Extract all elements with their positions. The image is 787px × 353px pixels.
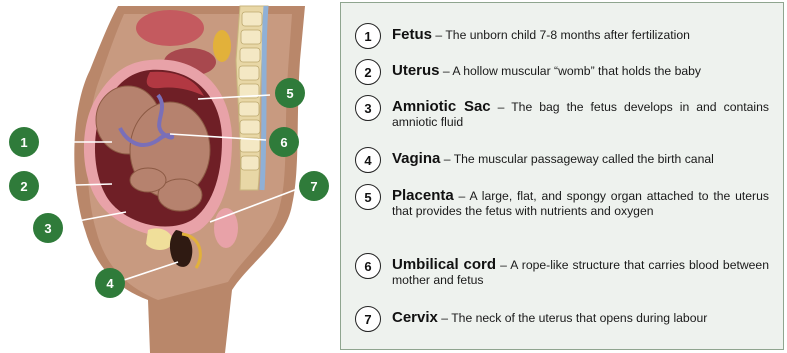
legend-item-amniotic-sac: 3 Amniotic Sac – The bag the fetus devel… <box>355 95 769 129</box>
legend-item-placenta: 5 Placenta – A large, flat, and spongy o… <box>355 184 769 218</box>
vertebrae <box>239 12 262 170</box>
svg-text:4: 4 <box>106 276 114 291</box>
marker-6: 6 <box>269 127 299 157</box>
stomach <box>136 10 204 46</box>
svg-text:1: 1 <box>20 135 27 150</box>
legend-item-fetus: 1 Fetus – The unborn child 7-8 months af… <box>355 23 769 49</box>
marker-5: 5 <box>275 78 305 108</box>
marker-3: 3 <box>33 213 63 243</box>
marker-1: 1 <box>9 127 39 157</box>
legend-term: Placenta <box>392 187 454 204</box>
legend-term: Fetus <box>392 26 432 43</box>
legend-number: 6 <box>355 253 381 279</box>
legend-description: Uterus – A hollow muscular “womb” that h… <box>392 59 701 79</box>
legend-term: Umbilical cord <box>392 256 496 273</box>
legend-panel: 1 Fetus – The unborn child 7-8 months af… <box>340 2 784 350</box>
legend-description: Vagina – The muscular passageway called … <box>392 147 714 167</box>
legend-number: 4 <box>355 147 381 173</box>
legend-term: Uterus <box>392 62 440 79</box>
legend-item-vagina: 4 Vagina – The muscular passageway calle… <box>355 147 769 173</box>
svg-text:5: 5 <box>286 86 293 101</box>
legend-term: Cervix <box>392 309 438 326</box>
legend-description: Amniotic Sac – The bag the fetus develop… <box>392 95 769 129</box>
legend-number: 2 <box>355 59 381 85</box>
svg-text:2: 2 <box>20 179 27 194</box>
kidney <box>213 30 231 62</box>
legend-number: 1 <box>355 23 381 49</box>
legend-term: Vagina <box>392 150 440 167</box>
marker-2: 2 <box>9 171 39 201</box>
legend-text: The muscular passageway called the birth… <box>454 152 714 166</box>
legend-description: Placenta – A large, flat, and spongy org… <box>392 184 769 218</box>
marker-7: 7 <box>299 171 329 201</box>
svg-text:6: 6 <box>280 135 287 150</box>
legend-item-cervix: 7 Cervix – The neck of the uterus that o… <box>355 306 769 332</box>
marker-4: 4 <box>95 268 125 298</box>
legend-term: Amniotic Sac <box>392 98 491 115</box>
legend-item-umbilical-cord: 6 Umbilical cord – A rope-like structure… <box>355 253 769 287</box>
legend-description: Umbilical cord – A rope-like structure t… <box>392 253 769 287</box>
pregnancy-cross-section-diagram: 1 2 3 4 5 6 7 <box>0 0 340 353</box>
spinal-cord <box>262 6 266 190</box>
legend-number: 3 <box>355 95 381 121</box>
bladder <box>214 208 238 248</box>
legend-item-uterus: 2 Uterus – A hollow muscular “womb” that… <box>355 59 769 85</box>
legend-text: The neck of the uterus that opens during… <box>451 311 707 325</box>
legend-text: The unborn child 7-8 months after fertil… <box>445 28 690 42</box>
svg-text:3: 3 <box>44 221 51 236</box>
legend-description: Cervix – The neck of the uterus that ope… <box>392 306 707 326</box>
legend-number: 5 <box>355 184 381 210</box>
legend-text: A hollow muscular “womb” that holds the … <box>452 64 701 78</box>
svg-text:7: 7 <box>310 179 317 194</box>
legend-number: 7 <box>355 306 381 332</box>
legend-description: Fetus – The unborn child 7-8 months afte… <box>392 23 690 43</box>
